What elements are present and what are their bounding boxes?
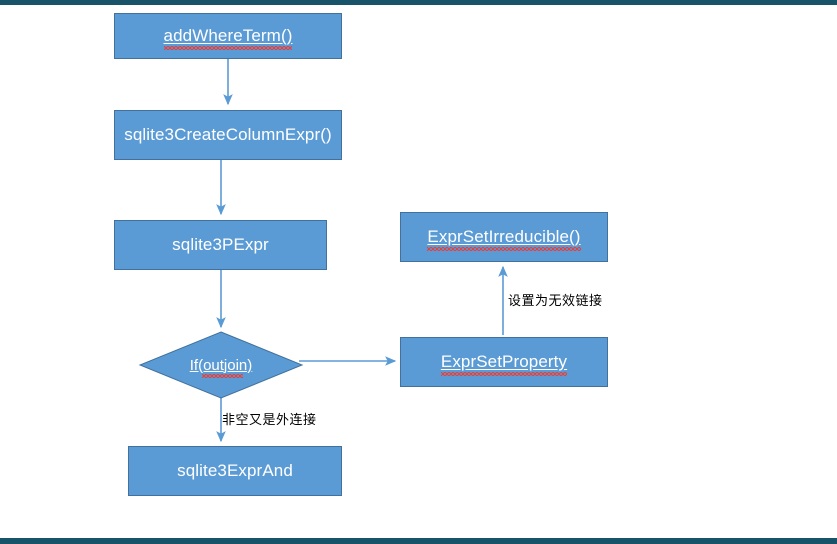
top-frame-bar [0,0,837,5]
node-label: ExprSetProperty [440,351,568,376]
edge-label-not-null-outer-join: 非空又是外连接 [222,413,317,428]
flowchart-canvas: addWhereTerm() sqlite3CreateColumnExpr()… [0,5,837,538]
node-label: ExprSetIrreducible() [427,226,581,251]
diamond-shape [138,331,304,399]
node-sqlite3-create-column-expr[interactable]: sqlite3CreateColumnExpr() [114,110,342,160]
bottom-frame-bar [0,538,837,544]
node-add-where-term[interactable]: addWhereTerm() [114,13,342,59]
node-label: addWhereTerm() [163,25,293,50]
connector-layer [216,54,508,443]
node-expr-set-irreducible[interactable]: ExprSetIrreducible() [400,212,608,262]
node-expr-set-property[interactable]: ExprSetProperty [400,337,608,387]
node-if-outjoin[interactable]: If(outjoin) [138,331,304,399]
node-sqlite3-pexpr[interactable]: sqlite3PExpr [114,220,327,270]
edge-label-set-invalid-link: 设置为无效链接 [508,294,603,309]
node-label: sqlite3PExpr [172,234,269,254]
node-sqlite3-expr-and[interactable]: sqlite3ExprAnd [128,446,342,496]
node-label: sqlite3CreateColumnExpr() [124,124,332,144]
node-label: sqlite3ExprAnd [177,460,293,480]
